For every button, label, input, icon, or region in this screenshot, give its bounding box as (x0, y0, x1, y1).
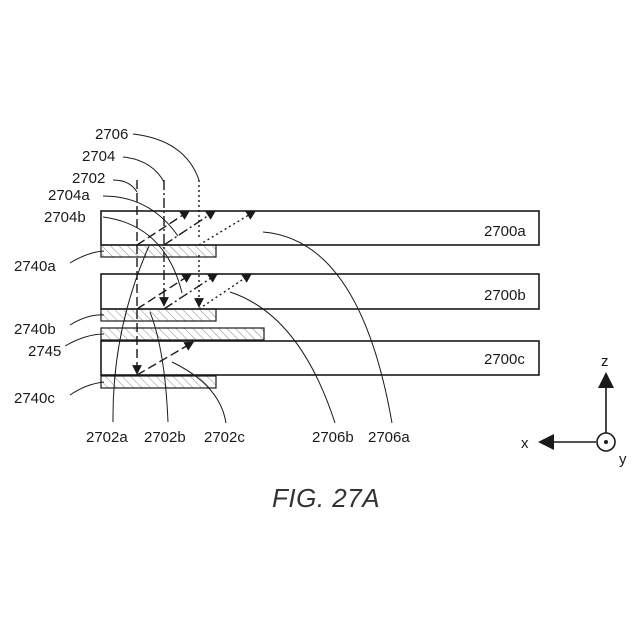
leader-2704 (123, 157, 164, 182)
label-2700b: 2700b (484, 287, 526, 304)
z-axis-arrowhead (598, 372, 614, 388)
grating-2740c (101, 376, 216, 388)
label-2700a: 2700a (484, 223, 526, 240)
label-2740b: 2740b (14, 321, 56, 338)
leader-2706 (133, 134, 199, 180)
y-axis-dot (604, 440, 608, 444)
grating-2740b (101, 309, 216, 321)
leader-2740a (70, 251, 104, 263)
waveguide-2700b (101, 274, 539, 309)
label-2745: 2745 (28, 343, 61, 360)
axis-label-x: x (521, 435, 529, 452)
label-2704b: 2704b (44, 209, 86, 226)
label-2740c: 2740c (14, 390, 55, 407)
leader-2745 (65, 334, 104, 346)
label-2702c: 2702c (204, 429, 245, 446)
x-axis-arrowhead (538, 434, 554, 450)
label-2706a: 2706a (368, 429, 410, 446)
leader-2740c (70, 382, 104, 395)
filter-2745 (101, 328, 264, 340)
label-2706: 2706 (95, 126, 128, 143)
label-2702b: 2702b (144, 429, 186, 446)
waveguide-2700a (101, 211, 539, 245)
label-2704a: 2704a (48, 187, 90, 204)
label-2700c: 2700c (484, 351, 525, 368)
leader-2706a (263, 232, 392, 423)
label-2706b: 2706b (312, 429, 354, 446)
leader-2740b (70, 315, 104, 325)
label-2702: 2702 (72, 170, 105, 187)
label-2702a: 2702a (86, 429, 128, 446)
figure-caption: FIG. 27A (272, 483, 380, 513)
axis-label-z: z (601, 353, 609, 370)
axis-label-y: y (619, 451, 627, 468)
label-2704: 2704 (82, 148, 115, 165)
label-2740a: 2740a (14, 258, 56, 275)
leader-2702 (113, 180, 137, 192)
